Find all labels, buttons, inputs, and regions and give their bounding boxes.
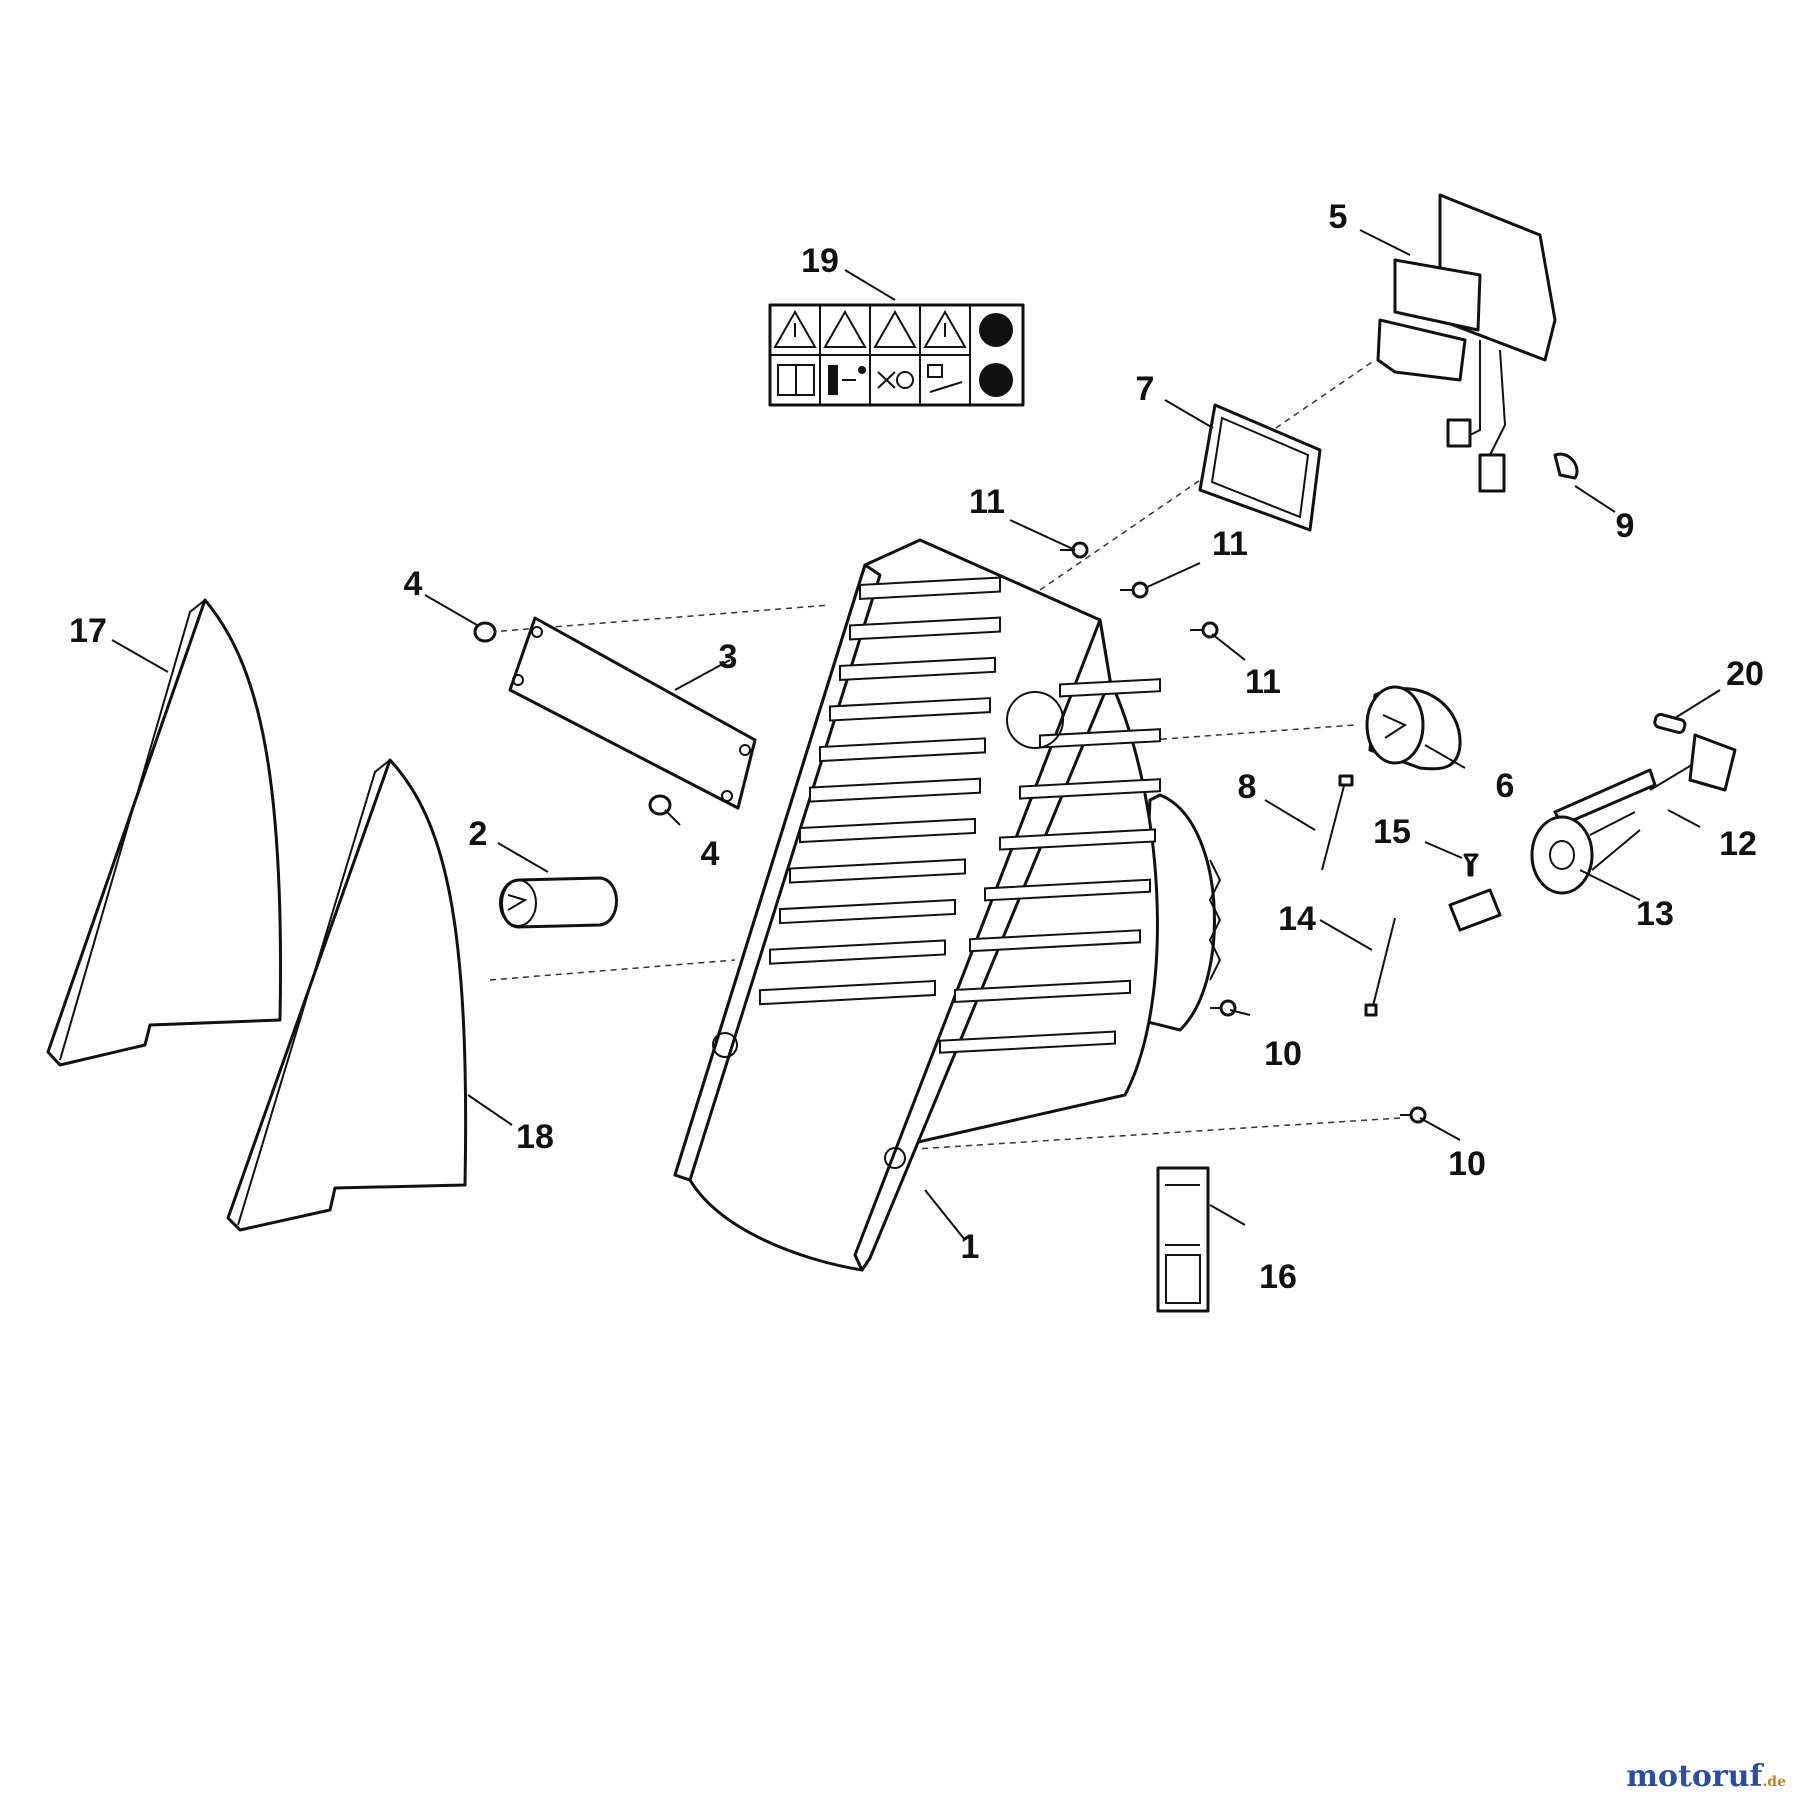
grommet-13: [1448, 811, 1641, 932]
leader-lines: [111, 229, 1721, 1241]
callout-2: 2: [469, 815, 488, 853]
callout-20: 20: [1726, 655, 1764, 693]
clip-9: [1553, 452, 1579, 480]
cable-plug-12: [1553, 733, 1737, 827]
callout-13: 13: [1636, 895, 1674, 933]
callout-10b: 10: [1448, 1145, 1486, 1183]
callout-12: 12: [1719, 825, 1757, 863]
callout-14: 14: [1278, 900, 1316, 938]
watermark-main: motoruf: [1626, 1759, 1763, 1794]
callout-11a: 11: [969, 483, 1005, 521]
callout-4b: 4: [701, 835, 720, 873]
warning-triangle-icon: [823, 309, 867, 348]
washer-4a: [473, 621, 497, 643]
screw-11b: [1120, 581, 1149, 599]
callout-16: 16: [1259, 1258, 1297, 1296]
warning-triangle-icon: [773, 309, 817, 348]
callout-7: 7: [1136, 370, 1155, 408]
cable-tie-8: [1321, 774, 1354, 871]
callout-6: 6: [1496, 767, 1515, 805]
motor-cap-6: [1365, 685, 1462, 771]
gloves-icon: [979, 363, 1013, 397]
screw-15: [1463, 853, 1479, 877]
cable-tie-14: [1364, 917, 1396, 1017]
pin-20: [1653, 712, 1687, 735]
callout-11b: 11: [1212, 525, 1248, 563]
callout-labels: 1 2 3 4 4 5 6 7 8 9 10 10 11 11 11 12 13…: [69, 198, 1764, 1296]
label-16: [1156, 1166, 1210, 1313]
callout-4a: 4: [404, 565, 423, 603]
cover-plate-3: [508, 616, 757, 810]
gasket-7: [1198, 403, 1322, 532]
callout-11c: 11: [1245, 663, 1281, 701]
watermark-suffix: .de: [1762, 1774, 1786, 1790]
switch-box-5: [1376, 193, 1557, 493]
warning-decal-19: [768, 303, 1025, 407]
callout-5: 5: [1329, 198, 1348, 236]
callout-18: 18: [516, 1118, 554, 1156]
screw-10a: [1210, 999, 1237, 1017]
callout-15: 15: [1373, 813, 1411, 851]
housing-1: [673, 538, 1222, 1272]
eye-protection-icon: [877, 371, 914, 389]
watermark-logo: motoruf.de: [1626, 1759, 1786, 1794]
washer-4b: [648, 794, 672, 816]
callout-1: 1: [961, 1228, 980, 1266]
service-icon: [927, 364, 963, 393]
side-panel-17: [46, 598, 283, 1067]
warning-triangle-icon: [873, 309, 917, 348]
screw-11c: [1190, 621, 1219, 639]
capacitor-2: [499, 876, 618, 929]
screw-10b: [1400, 1106, 1427, 1124]
callout-3: 3: [719, 638, 738, 676]
ear-protection-icon: [979, 313, 1013, 347]
keep-distance-icon: [828, 365, 866, 395]
callout-19: 19: [801, 242, 839, 280]
callout-17: 17: [69, 612, 107, 650]
callout-9: 9: [1616, 507, 1635, 545]
housing-slats: [759, 576, 1161, 1054]
warning-triangle-icon: [923, 309, 967, 348]
side-panel-18: [226, 758, 468, 1232]
callout-10a: 10: [1264, 1035, 1302, 1073]
read-manual-icon: [777, 364, 815, 396]
callout-8: 8: [1238, 768, 1257, 806]
